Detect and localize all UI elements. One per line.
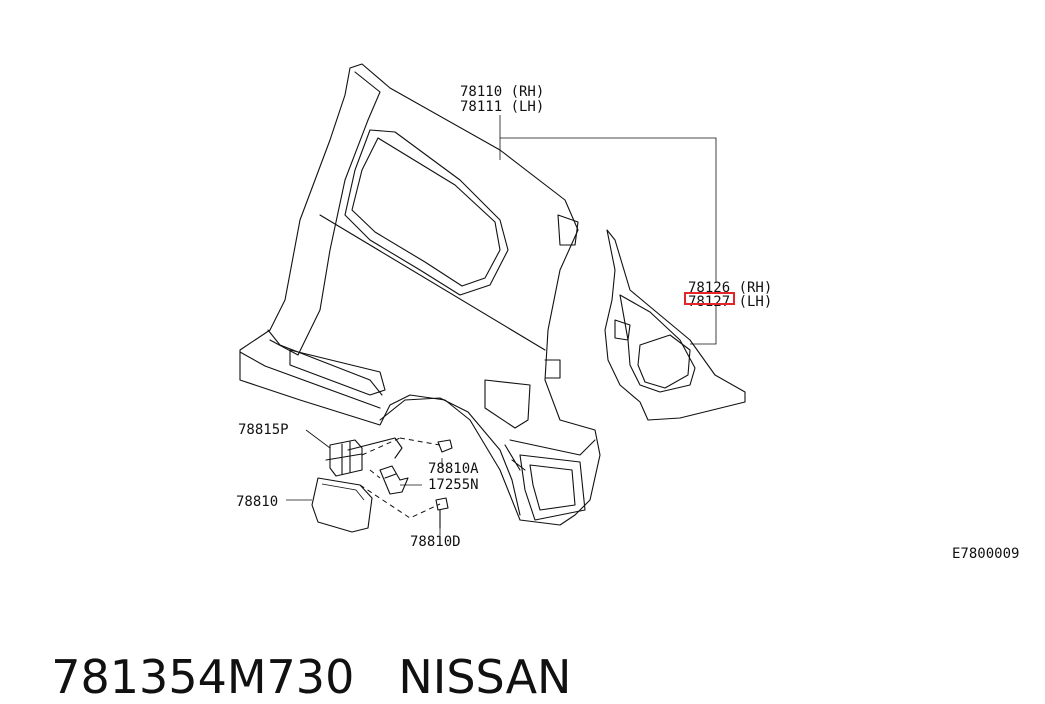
footer: 781354M730 NISSAN [22,596,571,704]
label-78815p: 78815P [238,422,289,438]
brand-name: NISSAN [398,650,572,704]
label-78810d: 78810D [410,534,461,550]
rear-quarter-panel [239,63,601,526]
fuel-lid-78810 [311,477,373,533]
assembly-lines [359,437,441,519]
inner-panel [604,229,746,421]
leader-lines [286,115,717,535]
part-number: 781354M730 [51,650,355,704]
label-78810a: 78810A [428,461,479,477]
parts-diagram: 78110 (RH) 78111 (LH) 78126 (RH) 78127 (… [236,63,1019,562]
label-78110: 78110 (RH) [460,84,544,100]
highlight-box [684,292,735,305]
bracket-78815p [325,437,403,477]
label-78111: 78111 (LH) [460,99,544,115]
small-parts [379,439,453,529]
diagram-code: E7800009 [952,546,1019,562]
label-17255n: 17255N [428,477,479,493]
label-78127: 78127 (LH) [688,294,772,310]
label-78810: 78810 [236,494,278,510]
